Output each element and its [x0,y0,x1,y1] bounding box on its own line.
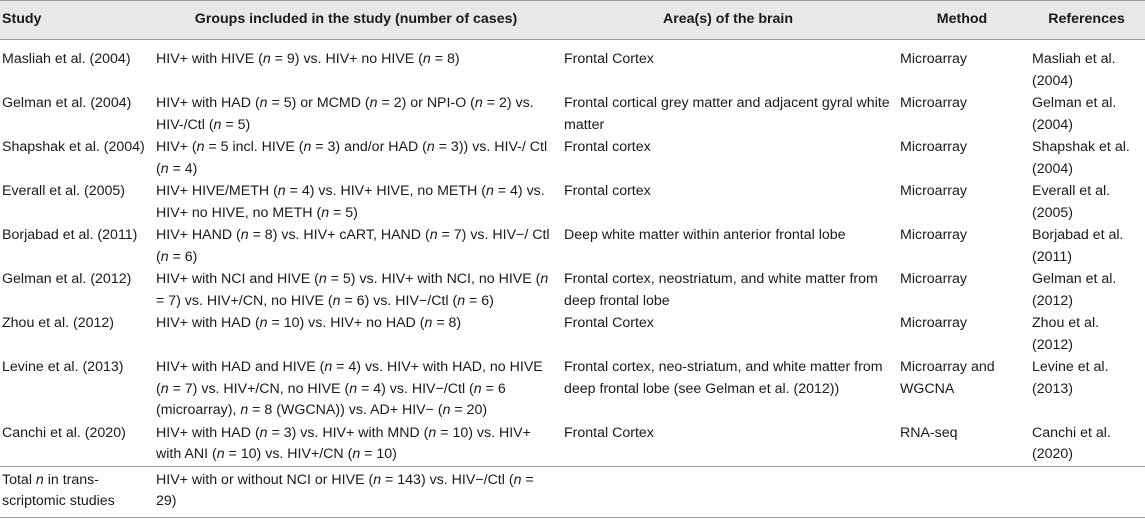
table-row: Levine et al. (2013) HIV+ with HAD and H… [0,356,1145,422]
header-groups: Groups included in the study (number of … [152,0,560,40]
table-row: Borjabad et al. (2011) HIV+ HAND (n = 8)… [0,224,1145,268]
cell-method: Microarray [900,315,968,331]
cell-reference: Masliah et al. (2004) [1032,51,1116,89]
total-method [896,465,1028,518]
cell-reference: Levine et al. (2013) [1032,359,1109,397]
cell-study: Shapshak et al. (2004) [2,139,145,155]
cell-method: Microarray [900,183,968,199]
cell-reference: Shapshak et al. (2004) [1032,139,1130,177]
cell-method: Microarray [900,139,968,155]
cell-groups: HIV+ with HAD (n = 10) vs. HIV+ no HAD (… [156,315,462,331]
cell-study: Gelman et al. (2004) [2,95,132,111]
cell-study: Borjabad et al. (2011) [2,227,138,243]
cell-method: RNA-seq [900,424,958,441]
cell-groups: HIV+ with HAD and HIVE (n = 4) vs. HIV+ … [156,359,543,418]
cell-groups: HIV+ with HAD (n = 3) vs. HIV+ with MND … [156,424,531,463]
cell-area: Frontal cortex [564,183,651,199]
cell-groups: HIV+ (n = 5 incl. HIVE (n = 3) and/or HA… [156,139,548,177]
cell-reference: Gelman et al. (2012) [1032,271,1117,309]
cell-area: Frontal Cortex [564,51,654,67]
header-row: Study Groups included in the study (numb… [0,0,1145,40]
cell-study: Canchi et al. (2020) [2,424,126,441]
cell-area: Frontal cortex, neo-striatum, and white … [564,359,883,397]
header-area: Area(s) of the brain [560,0,896,40]
header-study: Study [0,0,152,40]
cell-area: Frontal Cortex [564,424,654,441]
table-row: Zhou et al. (2012) HIV+ with HAD (n = 10… [0,312,1145,356]
cell-groups: HIV+ with HAD (n = 5) or MCMD (n = 2) or… [156,95,534,133]
table-row: Canchi et al. (2020) HIV+ with HAD (n = … [0,422,1145,467]
cell-reference: Everall et al. (2005) [1032,183,1111,221]
cell-area: Frontal cortical grey matter and adjacen… [564,95,890,133]
cell-area: Frontal cortex, neostriatum, and white m… [564,271,878,309]
cell-study: Masliah et al. (2004) [2,51,131,67]
table-row: Everall et al. (2005) HIV+ HIVE/METH (n … [0,180,1145,224]
cell-study: Everall et al. (2005) [2,183,126,199]
cell-reference: Zhou et al. (2012) [1032,315,1100,353]
table-row: Gelman et al. (2012) HIV+ with NCI and H… [0,268,1145,312]
table-row: Gelman et al. (2004) HIV+ with HAD (n = … [0,92,1145,136]
cell-study: Zhou et al. (2012) [2,315,114,331]
total-label: Total n in trans- scriptomic studies [0,465,152,518]
total-row: Total n in trans- scriptomic studies HIV… [0,465,1145,518]
cell-method: Microarray [900,51,968,67]
cell-reference: Canchi et al. (2020) [1032,424,1111,463]
header-references: References [1028,0,1145,40]
cell-method: Microarray [900,95,968,111]
header-method: Method [896,0,1028,40]
cell-area: Frontal Cortex [564,315,654,331]
table-row: Shapshak et al. (2004) HIV+ (n = 5 incl.… [0,136,1145,180]
cell-groups: HIV+ with HIVE (n = 9) vs. HIV+ no HIVE … [156,51,460,67]
cell-area: Frontal cortex [564,139,651,155]
cell-study: Gelman et al. (2012) [2,271,132,287]
cell-area: Deep white matter within anterior fronta… [564,227,846,243]
cell-method: Microarray [900,227,968,243]
table-row: Masliah et al. (2004) HIV+ with HIVE (n … [0,40,1145,93]
cell-method: Microarray [900,271,968,287]
cell-groups: HIV+ HAND (n = 8) vs. HIV+ cART, HAND (n… [156,227,550,265]
total-reference [1028,465,1145,518]
cell-method: Microarray and WGCNA [900,359,995,397]
cell-reference: Borjabad et al. (2011) [1032,227,1124,265]
total-groups: HIV+ with or without NCI or HIVE (n = 14… [152,465,560,518]
cell-study: Levine et al. (2013) [2,359,124,375]
cell-groups: HIV+ HIVE/METH (n = 4) vs. HIV+ HIVE, no… [156,183,545,221]
total-area [560,465,896,518]
cell-groups: HIV+ with NCI and HIVE (n = 5) vs. HIV+ … [156,271,549,309]
cell-reference: Gelman et al. (2004) [1032,95,1117,133]
